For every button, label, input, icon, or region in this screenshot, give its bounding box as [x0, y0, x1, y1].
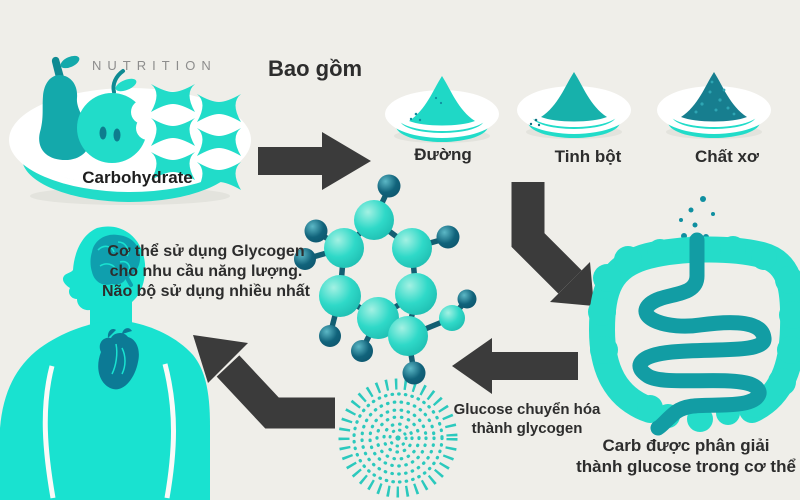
heart-icon [98, 328, 139, 390]
includes-heading: Bao gồm [268, 56, 363, 81]
body-usage-caption: Cơ thể sử dụng Glycogen cho nhu cầu năng… [101, 243, 310, 300]
glycogen-icon [338, 378, 458, 498]
apple-icon [77, 69, 160, 163]
fiber-plate-icon [657, 72, 771, 139]
brain-icon [90, 234, 141, 287]
arrow-down-right-icon [511, 182, 594, 306]
carbohydrate-plate-icon [9, 55, 251, 205]
sugar-plate-icon [385, 76, 499, 143]
human-body-icon [0, 226, 210, 500]
arrow-up-left-icon [193, 335, 335, 429]
intestine-icon [588, 196, 800, 436]
arrow-left-icon [452, 338, 578, 394]
pear-icon [39, 55, 91, 161]
nutrition-brand-label: NUTRITION [92, 58, 217, 73]
starch-plate-icon [517, 72, 631, 139]
fiber-label: Chất xơ [694, 147, 760, 166]
glucose-molecule-icon [294, 174, 477, 385]
arrow-right-icon [258, 132, 371, 190]
starch-label: Tinh bột [554, 147, 622, 166]
sugar-label: Đường [414, 145, 472, 164]
glucose-to-glycogen-caption: Glucose chuyển hóa thành glycogen [453, 401, 601, 437]
carbohydrate-label: Carbohydrate [82, 168, 193, 187]
carb-breakdown-caption: Carb được phân giải thành glucose trong … [576, 436, 796, 476]
